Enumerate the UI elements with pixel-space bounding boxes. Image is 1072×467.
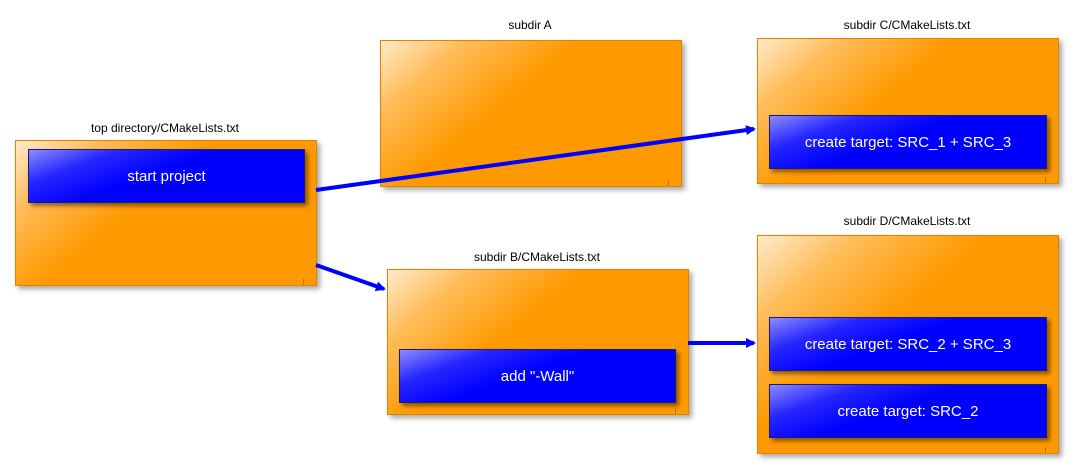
create-target-src2-src3-action: create target: SRC_2 + SRC_3 [769,317,1047,371]
subdir-d-box: create target: SRC_2 + SRC_3 create targ… [757,235,1059,454]
subdir-d-caption: subdir D/CMakeLists.txt [843,214,971,228]
add-wall-action: add "-Wall" [399,349,676,403]
create-target-src2-action: create target: SRC_2 [769,384,1047,438]
arrow-top-to-b [315,263,386,292]
top-directory-box: start project [15,140,317,286]
subdir-b-box: add "-Wall" [387,269,689,415]
add-wall-label: add "-Wall" [500,367,575,385]
arrow-top-to-c [315,125,756,192]
top-directory-caption: top directory/CMakeLists.txt [90,121,240,135]
subdir-b-caption: subdir B/CMakeLists.txt [473,250,601,264]
create-target-src2-label: create target: SRC_2 [837,402,979,420]
create-target-src2-src3-label: create target: SRC_2 + SRC_3 [804,335,1012,353]
subdir-a-caption: subdir A [508,18,552,32]
create-target-src1-src3-action: create target: SRC_1 + SRC_3 [769,115,1047,169]
create-target-src1-src3-label: create target: SRC_1 + SRC_3 [804,133,1012,151]
subdir-c-box: create target: SRC_1 + SRC_3 [757,38,1059,184]
start-project-action: start project [28,149,305,203]
subdir-c-caption: subdir C/CMakeLists.txt [843,18,971,32]
start-project-label: start project [127,167,206,185]
